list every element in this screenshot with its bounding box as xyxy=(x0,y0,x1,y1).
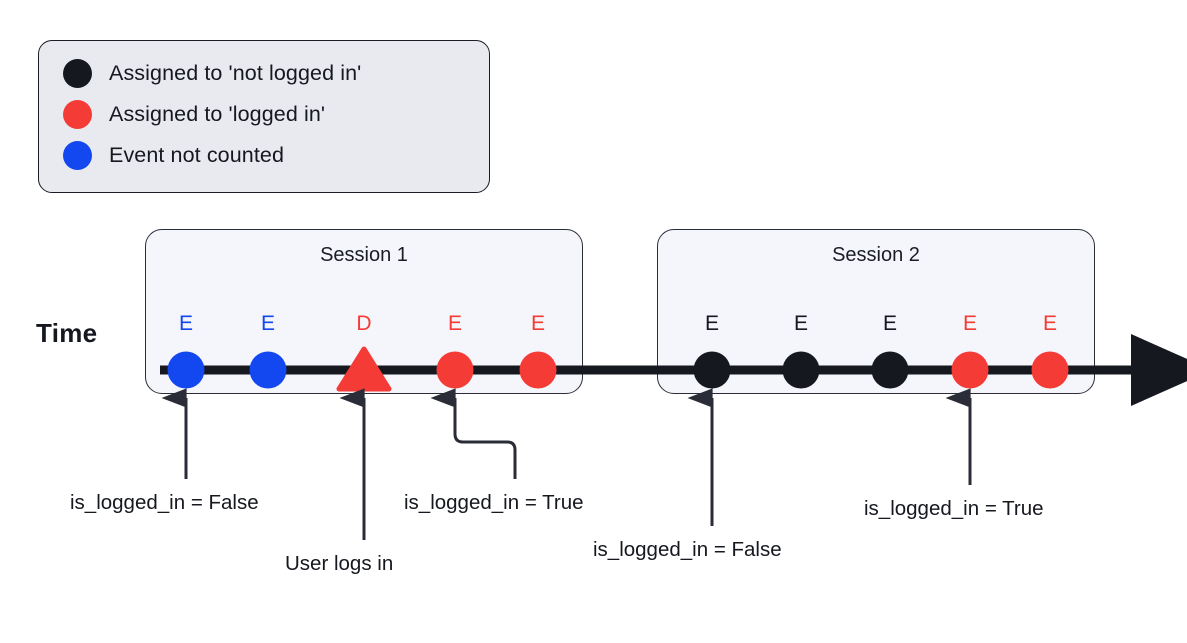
event-marker-e-s2-2 xyxy=(782,351,820,389)
annotation-arrows-group xyxy=(161,388,972,540)
session-1-title: Session 1 xyxy=(320,244,408,266)
marker-letter-e-s2-1: E xyxy=(704,312,719,335)
blue-dot-icon xyxy=(63,141,92,170)
marker-letter-e-s2-5: E xyxy=(1042,312,1057,335)
marker-letter-e-s2-2: E xyxy=(793,312,808,335)
legend-box: Assigned to 'not logged in' Assigned to … xyxy=(38,40,490,193)
marker-letter-d-s1-3: D xyxy=(356,312,372,335)
event-marker-e-s1-2 xyxy=(249,351,287,389)
marker-letter-e-s2-4: E xyxy=(962,312,977,335)
red-dot-icon xyxy=(63,100,92,129)
marker-letter-e-s1-2: E xyxy=(260,312,275,335)
event-marker-e-s2-3 xyxy=(871,351,909,389)
legend-item-not-logged-in: Assigned to 'not logged in' xyxy=(63,59,361,88)
ann-1-label: is_logged_in = False xyxy=(70,491,259,514)
ann-3-label: is_logged_in = True xyxy=(404,491,584,514)
marker-letter-e-s2-3: E xyxy=(882,312,897,335)
event-marker-e-s2-1 xyxy=(693,351,731,389)
event-marker-e-s1-4 xyxy=(436,351,474,389)
event-marker-e-s1-5 xyxy=(519,351,557,389)
event-marker-e-s2-4 xyxy=(951,351,989,389)
ann-4-label: is_logged_in = False xyxy=(593,538,782,561)
black-dot-icon xyxy=(63,59,92,88)
event-marker-e-s2-5 xyxy=(1031,351,1069,389)
legend-item-logged-in: Assigned to 'logged in' xyxy=(63,100,325,129)
marker-letter-e-s1-1: E xyxy=(178,312,193,335)
legend-item-not-counted: Event not counted xyxy=(63,141,284,170)
marker-letter-e-s1-5: E xyxy=(530,312,545,335)
legend-label-not-logged-in: Assigned to 'not logged in' xyxy=(109,61,362,85)
legend-label-logged-in: Assigned to 'logged in' xyxy=(109,102,326,126)
ann-3-arrow xyxy=(430,388,517,479)
time-axis-label: Time xyxy=(36,318,98,348)
ann-5-label: is_logged_in = True xyxy=(864,497,1044,520)
marker-letter-e-s1-4: E xyxy=(447,312,462,335)
session-2-title: Session 2 xyxy=(832,244,920,266)
ann-2-label: User logs in xyxy=(285,552,394,575)
legend-label-not-counted: Event not counted xyxy=(109,143,285,167)
event-markers-group xyxy=(167,346,1069,392)
event-marker-e-s1-1 xyxy=(167,351,205,389)
